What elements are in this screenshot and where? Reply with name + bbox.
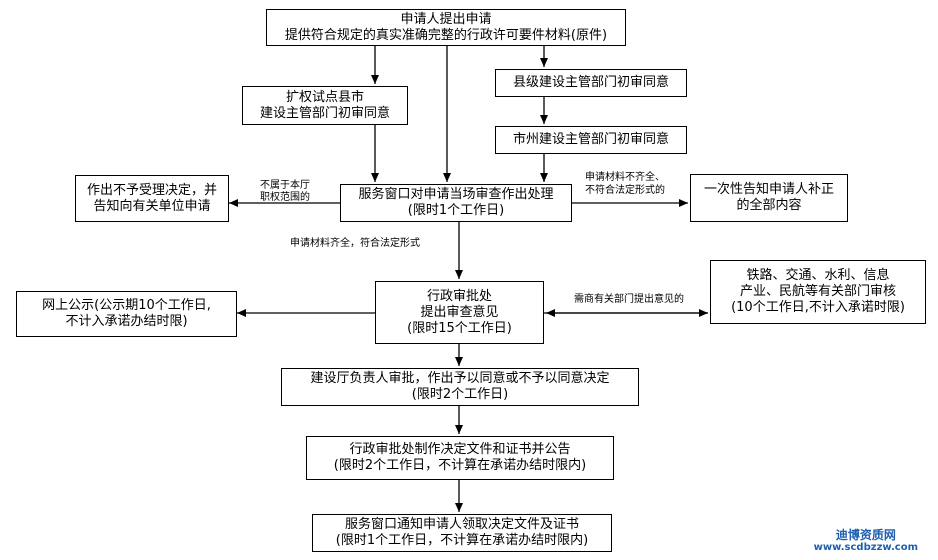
head-line2: (限时2个工作日) (411, 387, 509, 402)
notify-line1: 一次性告知申请人补正 (703, 182, 834, 197)
approval-line1: 行政审批处 (426, 288, 492, 304)
window-line1: 服务窗口对申请当场审查作出处理 (358, 187, 554, 202)
apply-line1: 申请人提出申请 (400, 11, 492, 27)
publicity-line2: 不计入承诺办结时限) (65, 314, 188, 329)
notify-line2: 的全部内容 (736, 198, 802, 213)
approval-line3: (限时15个工作日) (407, 320, 512, 336)
notify-box: 一次性告知申请人补正 的全部内容 (690, 174, 848, 222)
produce-line1: 行政审批处制作决定文件和证书并公告 (349, 442, 571, 457)
head-box: 建设厅负责人审批，作出予以同意或不予以同意决定 (限时2个工作日) (281, 368, 639, 406)
depts-line1: 铁路、交通、水利、信息 (746, 268, 890, 283)
collect-box: 服务窗口通知申请人领取决定文件及证书 (限时1个工作日，不计算在承诺办结时限内) (312, 514, 612, 552)
pilot-line2: 建设主管部门初审同意 (259, 105, 390, 121)
window-line2: (限时1个工作日) (407, 203, 505, 218)
apply-box: 申请人提出申请 提供符合规定的真实准确完整的行政许可要件材料(原件) (266, 9, 626, 46)
approval-line2: 提出审查意见 (420, 304, 499, 320)
pilot-line1: 扩权试点县市 (285, 89, 364, 105)
collect-line1: 服务窗口通知申请人领取决定文件及证书 (344, 517, 579, 532)
window-box: 服务窗口对申请当场审查作出处理 (限时1个工作日) (340, 184, 572, 222)
label-incomplete-2: 不符合法定形式的 (585, 185, 665, 196)
watermark-line2: www.scdbzzw.com (813, 542, 918, 553)
watermark: 迪博资质网 www.scdbzzw.com (814, 528, 918, 554)
publicity-box: 网上公示(公示期10个工作日, 不计入承诺办结时限) (16, 291, 237, 337)
reject-box: 作出不予受理决定，并 告知向有关单位申请 (75, 175, 229, 222)
label-incomplete-1: 申请材料不齐全、 (585, 172, 665, 183)
produce-box: 行政审批处制作决定文件和证书并公告 (限时2个工作日，不计算在承诺办结时限内) (306, 436, 614, 480)
label-out-of-scope-1: 不属于本厅 (260, 180, 310, 191)
label-consult: 需商有关部门提出意见的 (574, 294, 684, 305)
publicity-line1: 网上公示(公示期10个工作日, (42, 298, 211, 313)
pilot-box: 扩权试点县市 建设主管部门初审同意 (242, 86, 408, 125)
county-line1: 县级建设主管部门初审同意 (512, 75, 669, 90)
depts-box: 铁路、交通、水利、信息 产业、民航等有关部门审核 (10个工作日,不计入承诺时限… (710, 260, 926, 324)
approval-box: 行政审批处 提出审查意见 (限时15个工作日) (375, 281, 544, 344)
depts-line2: 产业、民航等有关部门审核 (739, 284, 896, 299)
label-out-of-scope-2: 职权范围的 (260, 192, 310, 203)
watermark-line1: 迪博资质网 (835, 528, 896, 542)
label-complete: 申请材料齐全，符合法定形式 (290, 238, 420, 249)
city-box: 市州建设主管部门初审同意 (495, 126, 687, 154)
produce-line2: (限时2个工作日，不计算在承诺办结时限内) (333, 458, 587, 473)
apply-line2: 提供符合规定的真实准确完整的行政许可要件材料(原件) (284, 27, 608, 43)
collect-line2: (限时1个工作日，不计算在承诺办结时限内) (335, 533, 589, 548)
depts-line3: (10个工作日,不计入承诺时限) (731, 300, 905, 315)
head-line1: 建设厅负责人审批，作出予以同意或不予以同意决定 (310, 371, 610, 386)
reject-line1: 作出不予受理决定，并 (86, 182, 217, 198)
reject-line2: 告知向有关单位申请 (93, 198, 211, 214)
county-box: 县级建设主管部门初审同意 (495, 69, 687, 97)
city-line1: 市州建设主管部门初审同意 (512, 132, 669, 147)
